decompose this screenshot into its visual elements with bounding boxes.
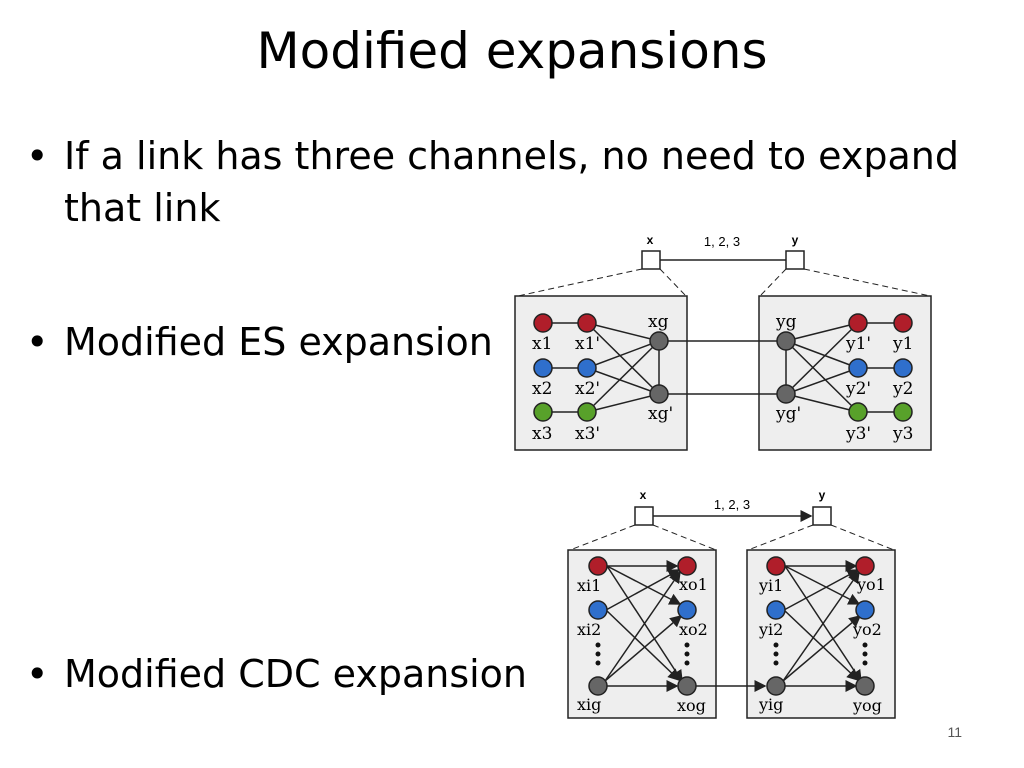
es-node-xgp <box>649 384 669 404</box>
cdc-left-box <box>567 549 717 719</box>
bullet-marker: • <box>26 320 49 364</box>
es-node-x-label: x <box>647 233 654 247</box>
cdc-node-x-label: x <box>640 488 647 502</box>
cdc-label: yig <box>758 695 783 714</box>
cdc-label: yi1 <box>758 576 783 595</box>
es-node-y <box>785 250 805 270</box>
cdc-node-y-label: y <box>819 488 826 502</box>
es-zoom-line <box>759 268 787 297</box>
es-node-y2p <box>848 358 868 378</box>
page-number: 11 <box>947 724 962 740</box>
es-node-x1p <box>577 313 597 333</box>
es-label: y2' <box>845 379 871 399</box>
es-node-y1p <box>848 313 868 333</box>
bullet-line: Modified ES expansion <box>64 320 493 364</box>
cdc-zoom-line <box>747 524 814 551</box>
cdc-ellipsis-dots <box>595 642 868 666</box>
es-label: yg <box>775 312 797 332</box>
es-label: y2 <box>892 379 913 399</box>
cdc-zoom-line <box>652 524 717 551</box>
es-zoom-line <box>517 268 643 297</box>
es-zoom-line <box>659 268 687 297</box>
es-node-x2p <box>577 358 597 378</box>
es-zoom-line <box>803 268 931 297</box>
slide-title: Modified expansions <box>256 22 768 80</box>
es-label: xg <box>648 312 669 332</box>
es-label: x2' <box>575 379 600 399</box>
cdc-label: yog <box>852 696 882 715</box>
es-left-box <box>514 295 688 451</box>
es-label: y1' <box>845 334 871 354</box>
es-node-y-label: y <box>792 233 799 247</box>
bullet-marker: • <box>26 134 49 178</box>
es-node-xg <box>649 331 669 351</box>
cdc-right-box <box>746 549 896 719</box>
es-label: y3 <box>892 424 913 444</box>
cdc-label: xig <box>577 695 601 714</box>
bullet-line: Modified CDC expansion <box>64 652 528 696</box>
es-node-y3 <box>893 402 913 422</box>
cdc-link-label: 1, 2, 3 <box>714 497 750 512</box>
cdc-label: yo2 <box>852 620 882 639</box>
es-label: x3' <box>575 424 600 444</box>
cdc-label: xi2 <box>577 620 601 639</box>
es-node-x <box>641 250 661 270</box>
es-right-box <box>758 295 932 451</box>
cdc-label: xi1 <box>577 576 601 595</box>
cdc-label: xo2 <box>679 620 708 639</box>
es-node-x2 <box>533 358 553 378</box>
cdc-node-xog <box>677 676 697 696</box>
bullet-marker: • <box>26 652 49 696</box>
cdc-node-yog <box>855 676 875 696</box>
es-label: x2 <box>532 379 552 399</box>
es-label: xg' <box>648 404 673 424</box>
es-node-x1 <box>533 313 553 333</box>
es-label: x3 <box>532 424 552 444</box>
es-label: y3' <box>845 424 871 444</box>
es-node-y3p <box>848 402 868 422</box>
cdc-label: xo1 <box>679 575 708 594</box>
cdc-label: yo1 <box>856 575 886 594</box>
es-label: yg' <box>775 404 801 424</box>
cdc-node-yo2 <box>855 600 875 620</box>
cdc-node-yi2 <box>766 600 786 620</box>
cdc-node-yi1 <box>766 556 786 576</box>
es-node-y1 <box>893 313 913 333</box>
cdc-zoom-line <box>830 524 895 551</box>
cdc-node-xi2 <box>588 600 608 620</box>
es-node-y2 <box>893 358 913 378</box>
cdc-node-yig <box>766 676 786 696</box>
es-node-ygp <box>776 384 796 404</box>
es-node-x3p <box>577 402 597 422</box>
es-node-x3 <box>533 402 553 422</box>
cdc-node-xo1 <box>677 556 697 576</box>
bullet-line: that link <box>64 186 221 230</box>
bullet-line: If a link has three channels, no need to… <box>64 134 959 178</box>
cdc-node-y <box>812 506 832 526</box>
cdc-node-xi1 <box>588 556 608 576</box>
cdc-label: yi2 <box>758 620 783 639</box>
cdc-node-xig <box>588 676 608 696</box>
cdc-node-xo2 <box>677 600 697 620</box>
es-label: x1 <box>532 334 552 354</box>
es-label: x1' <box>575 334 600 354</box>
es-node-yg <box>776 331 796 351</box>
cdc-label: xog <box>677 696 706 715</box>
cdc-zoom-line <box>569 524 636 551</box>
cdc-node-yo1 <box>855 556 875 576</box>
cdc-node-x <box>634 506 654 526</box>
es-link-label: 1, 2, 3 <box>704 234 740 249</box>
es-label: y1 <box>892 334 913 354</box>
